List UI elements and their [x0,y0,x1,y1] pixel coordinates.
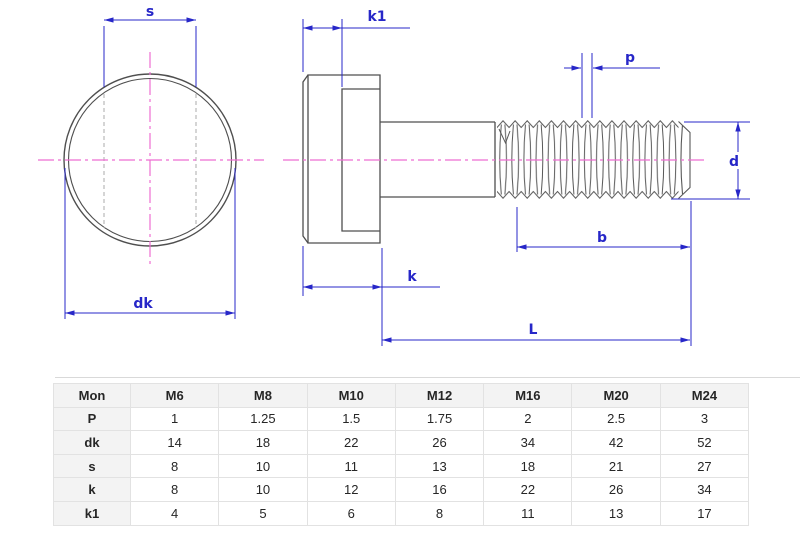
dimension-dk [64,168,236,319]
column-header: M20 [571,383,661,408]
front-view: s dk [38,4,264,319]
dimension-b [516,201,692,346]
table-cell: 1.25 [218,406,308,432]
table-cell: 12 [306,477,396,502]
table-cell: 52 [659,430,750,455]
table-cell: 1 [129,406,220,432]
table-cell: 3 [659,406,750,432]
header-row: Mon M6 M8 M10 M12 M16 M20 M24 [53,383,750,408]
column-header: M16 [483,383,573,408]
table-cell: 16 [394,477,485,502]
table-cell: 18 [483,453,573,479]
centerline-cross [38,52,264,268]
table-cell: 18 [218,430,308,455]
spec-table: Mon M6 M8 M10 M12 M16 M20 M24 P 1 1.25 1… [53,383,750,526]
table-cell: 14 [129,430,220,455]
bolt-technical-drawing: s dk [38,4,750,346]
table-row: s 8 10 11 13 18 21 27 [53,453,750,479]
table-cell: 4 [129,500,220,526]
column-header: M24 [659,383,750,408]
column-header: Mon [53,383,131,408]
dim-label-d: d [729,154,739,170]
dim-label-k1: k1 [367,9,386,25]
table-cell: 5 [218,500,308,526]
dim-label-k: k [407,269,417,285]
table-cell: 11 [306,453,396,479]
table-cell: 22 [306,430,396,455]
row-label: P [53,406,131,432]
table-cell: 6 [306,500,396,526]
table-cell: 17 [659,500,750,526]
side-view: k1 p d b [283,9,750,346]
row-label: dk [53,430,131,455]
dimension-p [564,53,660,118]
table-row: P 1 1.25 1.5 1.75 2 2.5 3 [53,406,750,432]
table-cell: 26 [394,430,485,455]
dimension-s [103,17,197,87]
table-cell: 21 [571,453,661,479]
row-label: s [53,453,131,479]
table-cell: 13 [571,500,661,526]
table-row: k1 4 5 6 8 11 13 17 [53,500,750,526]
row-label: k1 [53,500,131,526]
table-cell: 27 [659,453,750,479]
table-cell: 34 [483,430,573,455]
column-header: M10 [306,383,396,408]
table-cell: 1.5 [306,406,396,432]
head-profile [302,74,381,244]
table-cell: 34 [659,477,750,502]
dim-label-d-backdrop [727,152,742,169]
table-cell: 2 [483,406,573,432]
table-cell: 8 [129,477,220,502]
dimension-k [302,246,440,346]
table-cell: 13 [394,453,485,479]
column-header: M8 [218,383,308,408]
table-cell: 22 [483,477,573,502]
dim-label-dk: dk [133,296,153,312]
table-cell: 2.5 [571,406,661,432]
dim-label-L: L [529,322,538,338]
table-cell: 42 [571,430,661,455]
table-row: dk 14 18 22 26 34 42 52 [53,430,750,455]
dim-label-p: p [625,50,635,66]
table-row: k 8 10 12 16 22 26 34 [53,477,750,502]
table-cell: 26 [571,477,661,502]
table-cell: 8 [394,500,485,526]
table-cell: 11 [483,500,573,526]
dim-label-s: s [146,4,154,20]
column-header: M6 [129,383,220,408]
thread-runout [498,128,511,145]
hidden-flat-lines [103,94,197,228]
dim-label-b: b [597,230,607,246]
dimension-k1 [302,19,410,87]
divider-line [55,377,800,378]
table-cell: 10 [218,453,308,479]
table-cell: 8 [129,453,220,479]
row-label: k [53,477,131,502]
column-header: M12 [394,383,485,408]
table-cell: 10 [218,477,308,502]
table-cell: 1.75 [394,406,485,432]
